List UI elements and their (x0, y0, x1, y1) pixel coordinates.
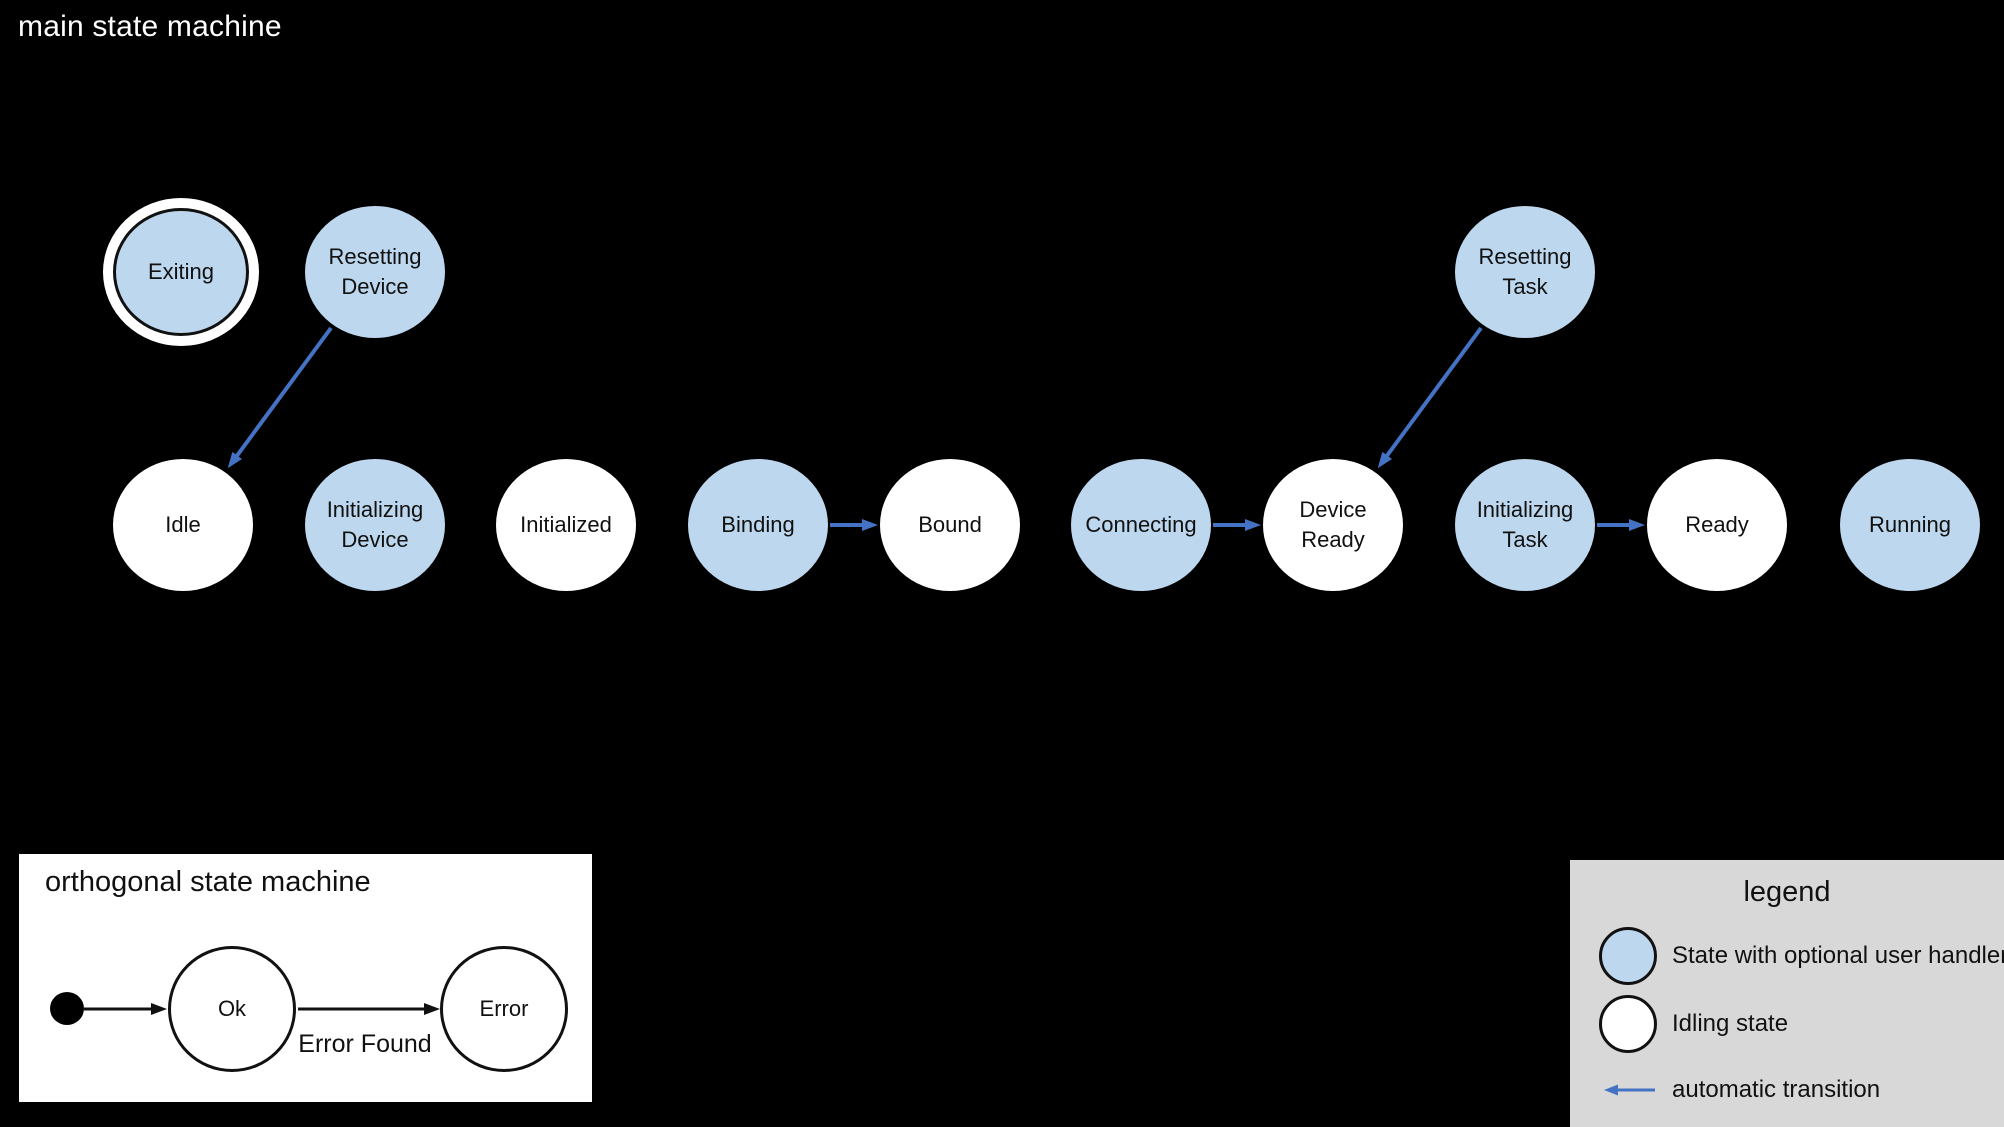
state-resetting-task: Resetting Task (1455, 206, 1595, 338)
legend-item-idling-state: Idling state (1599, 995, 1788, 1053)
state-label: Error (479, 996, 529, 1021)
legend-item-label: Idling state (1672, 1010, 1789, 1037)
state-resetting-device: Resetting Device (305, 206, 445, 338)
handler-state-circle-icon (1599, 927, 1657, 985)
initial-state-dot (50, 992, 84, 1025)
state-device-ready: Device Ready (1263, 459, 1403, 591)
state-ready: Ready (1647, 459, 1787, 591)
automatic-transition-arrow-icon (1604, 1084, 1655, 1096)
state-initialized: Initialized (496, 459, 636, 591)
legend-item-automatic-transition: automatic transition (1599, 1076, 1880, 1104)
state-exiting-core: Exiting (113, 208, 249, 336)
idling-state-circle-icon (1599, 995, 1657, 1053)
transition-resetting-device-to-idle (227, 326, 333, 469)
legend-item-handler-state: State with optional user handler (1599, 927, 2004, 985)
state-label: Initialized (520, 512, 612, 538)
legend-item-label: State with optional user handler (1672, 942, 2004, 969)
state-initializing-task: Initializing Task (1455, 459, 1595, 591)
transition-resetting-task-to-device-ready (1377, 326, 1483, 469)
state-label: Initializing Device (326, 497, 424, 552)
state-label: Binding (721, 512, 795, 538)
state-exiting: Exiting (103, 198, 259, 346)
orthogonal-state-machine-panel: orthogonal state machine Ok Error Error … (19, 854, 592, 1102)
state-label: Exiting (147, 259, 215, 285)
state-label: Running (1869, 512, 1951, 538)
legend-title: legend (1743, 876, 1831, 908)
state-connecting: Connecting (1071, 459, 1211, 591)
state-error: Error (440, 946, 568, 1072)
state-label: Ok (217, 996, 247, 1021)
main-diagram-title: main state machine (18, 10, 282, 43)
state-label: Resetting Task (1478, 244, 1572, 299)
state-idle: Idle (113, 459, 253, 591)
state-label: Bound (918, 512, 982, 538)
state-label: Initializing Task (1476, 497, 1574, 552)
state-label: Connecting (1085, 512, 1197, 538)
state-label: Ready (1685, 512, 1749, 538)
transition-label-error-found: Error Found (298, 1030, 432, 1058)
state-binding: Binding (688, 459, 828, 591)
state-label: Resetting Device (328, 244, 422, 299)
state-label: Idle (165, 512, 201, 538)
state-ok: Ok (168, 946, 296, 1072)
legend-item-label: automatic transition (1672, 1076, 1881, 1103)
state-initializing-device: Initializing Device (305, 459, 445, 591)
state-label: Device Ready (1299, 497, 1367, 552)
orthogonal-transition-arrows (84, 1003, 440, 1015)
legend-panel: legend State with optional user handler … (1570, 860, 2004, 1127)
state-bound: Bound (880, 459, 1020, 591)
orthogonal-panel-title: orthogonal state machine (45, 866, 371, 898)
state-running: Running (1840, 459, 1980, 591)
